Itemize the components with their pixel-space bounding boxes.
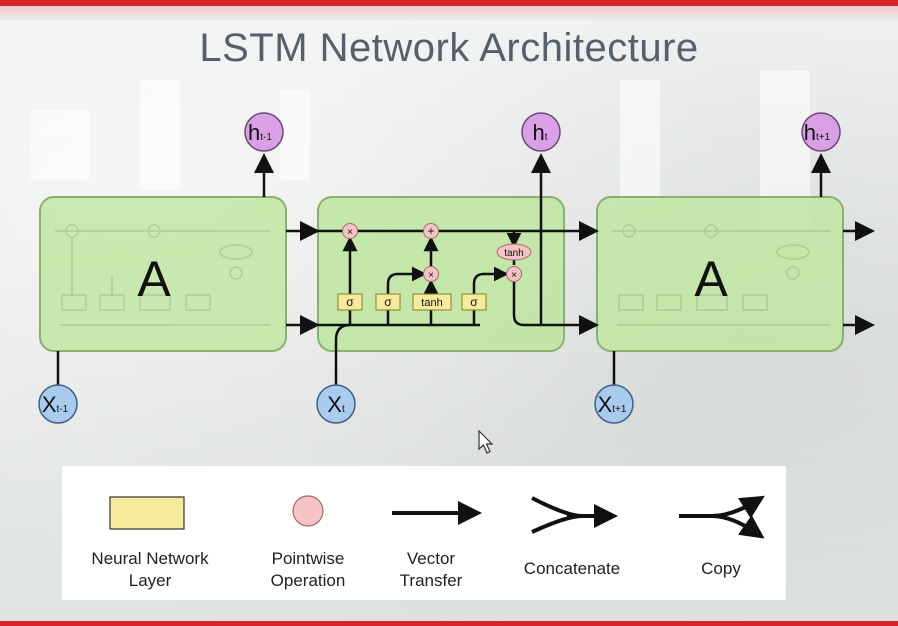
svg-text:σ: σ	[346, 295, 354, 309]
output-node-h-t: ht	[521, 112, 561, 152]
bottom-accent-bar	[0, 621, 898, 626]
pointwise-output: ×	[506, 266, 522, 282]
output-node-h-tm1: ht-1	[244, 112, 284, 152]
svg-text:σ: σ	[384, 295, 392, 309]
legend-layer-swatch	[109, 496, 185, 530]
output-node-h-tp1: ht+1	[801, 112, 841, 152]
input-node-x-tp1: Xt+1	[594, 384, 634, 424]
cell-label-left: A	[137, 251, 171, 307]
pointwise-add: +	[423, 223, 439, 239]
lstm-cell-left: A	[39, 196, 287, 352]
pointwise-forget: ×	[342, 223, 358, 239]
output-arrows	[56, 153, 831, 388]
svg-text:ht-1: ht-1	[248, 120, 272, 145]
legend-panel: Neural Network Layer Pointwise Operation…	[62, 466, 786, 600]
legend-label-layer: Neural Network Layer	[91, 549, 209, 590]
svg-text:ht: ht	[532, 120, 547, 145]
legend-label-pointwise: Pointwise Operation	[270, 549, 346, 590]
svg-text:×: ×	[428, 270, 434, 281]
input-node-x-t: Xt	[316, 384, 356, 424]
layer-sigma-input: σ	[375, 293, 401, 311]
legend-label-copy: Copy	[701, 559, 741, 578]
svg-text:×: ×	[511, 270, 517, 281]
top-accent-bar	[0, 0, 898, 6]
svg-text:Xt-1: Xt-1	[42, 392, 69, 417]
legend-pointwise-swatch	[292, 495, 324, 527]
top-accent-fade	[0, 6, 898, 20]
legend-label-vector: Vector Transfer	[399, 549, 463, 590]
svg-text:+: +	[427, 224, 434, 238]
svg-text:Xt+1: Xt+1	[598, 392, 627, 417]
cell-label-right: A	[694, 251, 728, 307]
svg-text:ht+1: ht+1	[804, 120, 831, 145]
middle-cell-wiring	[318, 153, 560, 388]
slide-title: LSTM Network Architecture	[199, 26, 699, 70]
legend-symbols	[109, 495, 765, 539]
svg-text:tanh: tanh	[504, 248, 523, 259]
pointwise-tanh: tanh	[496, 243, 532, 261]
legend-label-concatenate: Concatenate	[523, 559, 621, 578]
svg-text:σ: σ	[470, 295, 478, 309]
lstm-cell-middle	[317, 196, 565, 352]
legend-copy-symbol	[679, 495, 765, 539]
svg-text:tanh: tanh	[421, 297, 442, 309]
layer-sigma-forget: σ	[337, 293, 363, 311]
lstm-cell-right: A	[596, 196, 844, 352]
pointwise-input: ×	[423, 266, 439, 282]
svg-text:Xt: Xt	[327, 392, 345, 417]
mouse-cursor-icon	[478, 430, 494, 454]
layer-sigma-output: σ	[461, 293, 487, 311]
inter-cell-arrows	[286, 221, 875, 335]
svg-text:×: ×	[347, 227, 353, 238]
legend-concatenate-symbol	[531, 496, 618, 534]
layer-tanh: tanh	[412, 293, 452, 311]
input-node-x-tm1: Xt-1	[38, 384, 78, 424]
